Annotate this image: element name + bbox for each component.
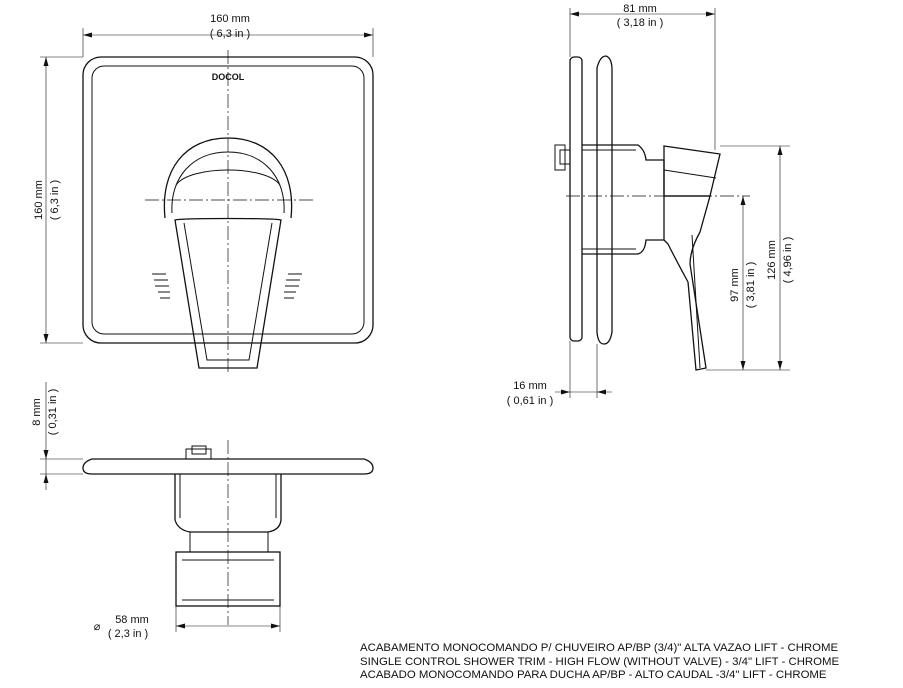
side-cover: [596, 55, 613, 345]
dim-side-lever-in: ( 3,81 in ): [745, 262, 757, 308]
dim-side-depth-mm: 81 mm: [623, 3, 657, 15]
bottom-valve-tab: [185, 448, 212, 460]
diameter-symbol: ⌀: [94, 621, 101, 633]
lever-dome-ring: [175, 169, 281, 186]
caption-line-english: SINGLE CONTROL SHOWER TRIM - HIGH FLOW (…: [360, 655, 840, 668]
side-body: [582, 144, 665, 255]
bottom-view: 8 mm ( 0,31 in ) ⌀ 58 mm ( 2,3 in ): [31, 382, 374, 640]
lever-dome: [163, 137, 293, 219]
dim-bottom-plate-in: ( 0,31 in ): [47, 389, 59, 435]
lever-handle-inner: [183, 222, 273, 361]
lever-handle: [174, 217, 282, 369]
dim-left-height-in: ( 6,3 in ): [49, 180, 61, 220]
dim-bottom-plate-mm: 8 mm: [31, 398, 43, 426]
dim-side-lever-mm: 97 mm: [729, 268, 741, 302]
caption-line-portuguese: ACABAMENTO MONOCOMANDO P/ CHUVEIRO AP/BP…: [360, 642, 839, 654]
product-caption: ACABAMENTO MONOCOMANDO P/ CHUVEIRO AP/BP…: [360, 642, 890, 683]
vent-slots-left: [152, 273, 170, 299]
vent-slots-right: [284, 273, 302, 299]
dim-top-width-in: ( 6,3 in ): [210, 28, 250, 40]
bottom-neck: [189, 531, 269, 553]
side-view: 81 mm ( 3,18 in ) 126 mm ( 4,96 in ) 97 …: [507, 3, 794, 407]
dim-side-total-mm: 126 mm: [766, 240, 778, 280]
dim-side-depth-in: ( 3,18 in ): [617, 17, 663, 29]
dim-side-plate-in: ( 0,61 in ): [507, 395, 553, 407]
front-view: DOCOL 160 mm ( 6,3 in ): [33, 13, 374, 372]
dim-bottom-diameter-in: ( 2,3 in ): [108, 628, 148, 640]
dim-bottom-diameter-mm: 58 mm: [115, 614, 149, 626]
side-valve-tab: [554, 144, 566, 171]
side-lever-blade: [663, 195, 711, 371]
dim-side-total-in: ( 4,96 in ): [782, 237, 794, 283]
bottom-plate: [82, 458, 374, 475]
brand-logo: DOCOL: [212, 72, 245, 82]
caption-line-spanish: ACABADO MONOCOMANDO PARA DUCHA AP/BP - A…: [360, 669, 827, 681]
dim-top-width-mm: 160 mm: [210, 13, 250, 25]
dim-left-height-mm: 160 mm: [33, 180, 45, 220]
front-plate-inner: [91, 65, 365, 335]
dim-side-plate-mm: 16 mm: [513, 380, 547, 392]
side-wall-plate: [569, 56, 583, 342]
